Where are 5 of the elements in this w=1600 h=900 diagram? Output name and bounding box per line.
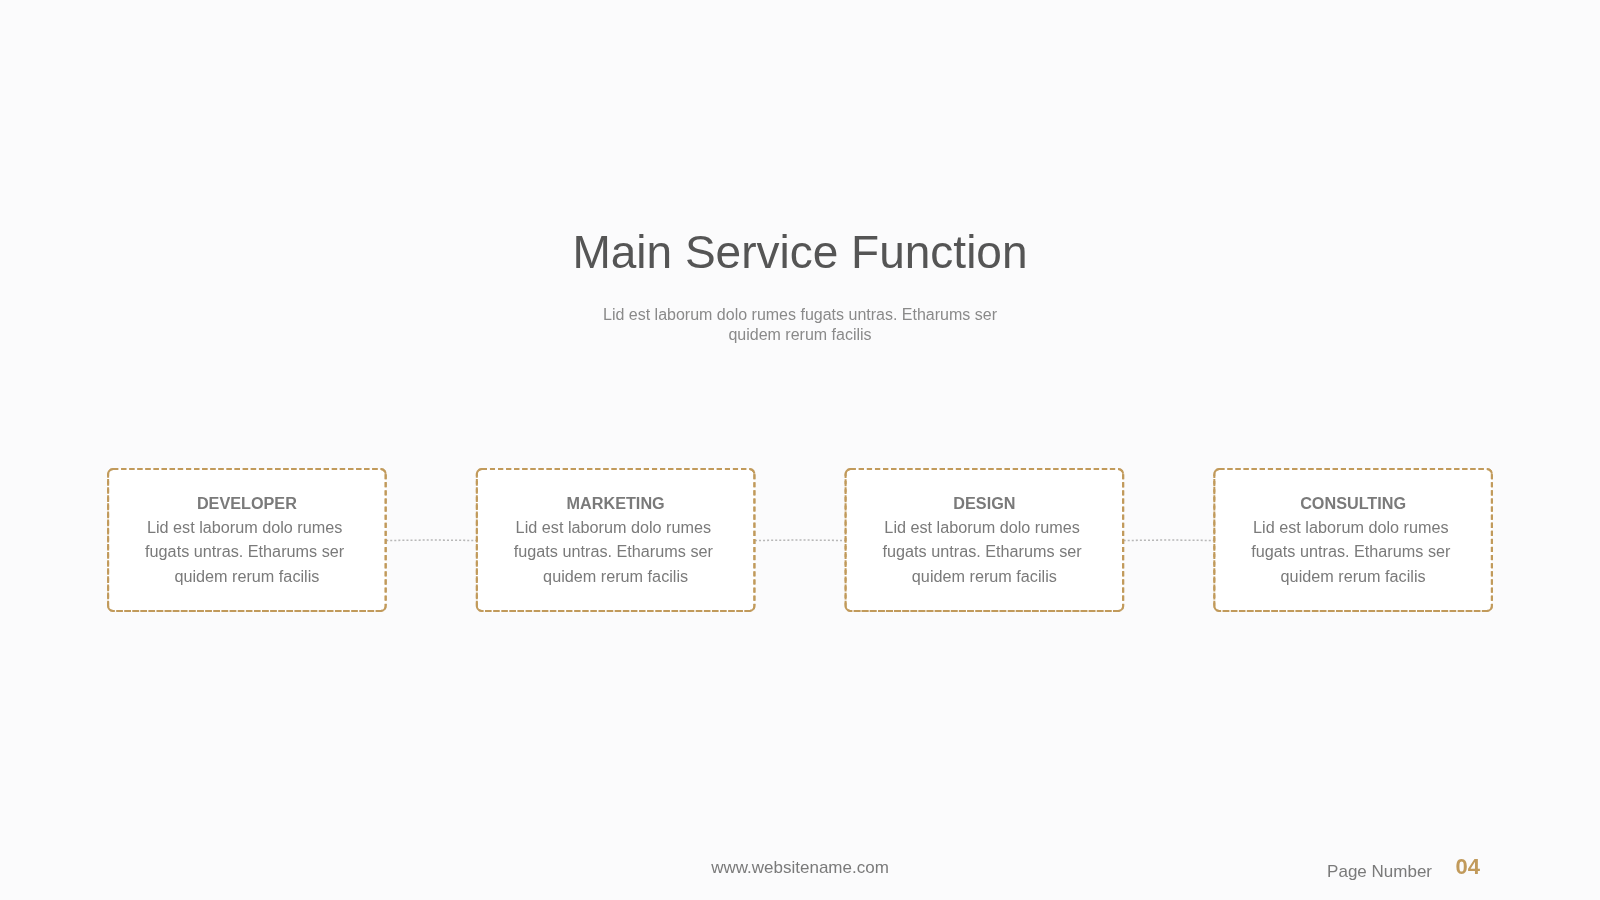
page-number-label: Page Number bbox=[1327, 862, 1432, 882]
page-number: 04 bbox=[1455, 854, 1480, 880]
website-url: www.websitename.com bbox=[711, 858, 889, 878]
subtitle-text: Lid est laborum dolo rumes fugats untras. Etharums ser quidem rerum facilis bbox=[603, 306, 997, 343]
slide-title: Main Service Function bbox=[572, 225, 1028, 279]
